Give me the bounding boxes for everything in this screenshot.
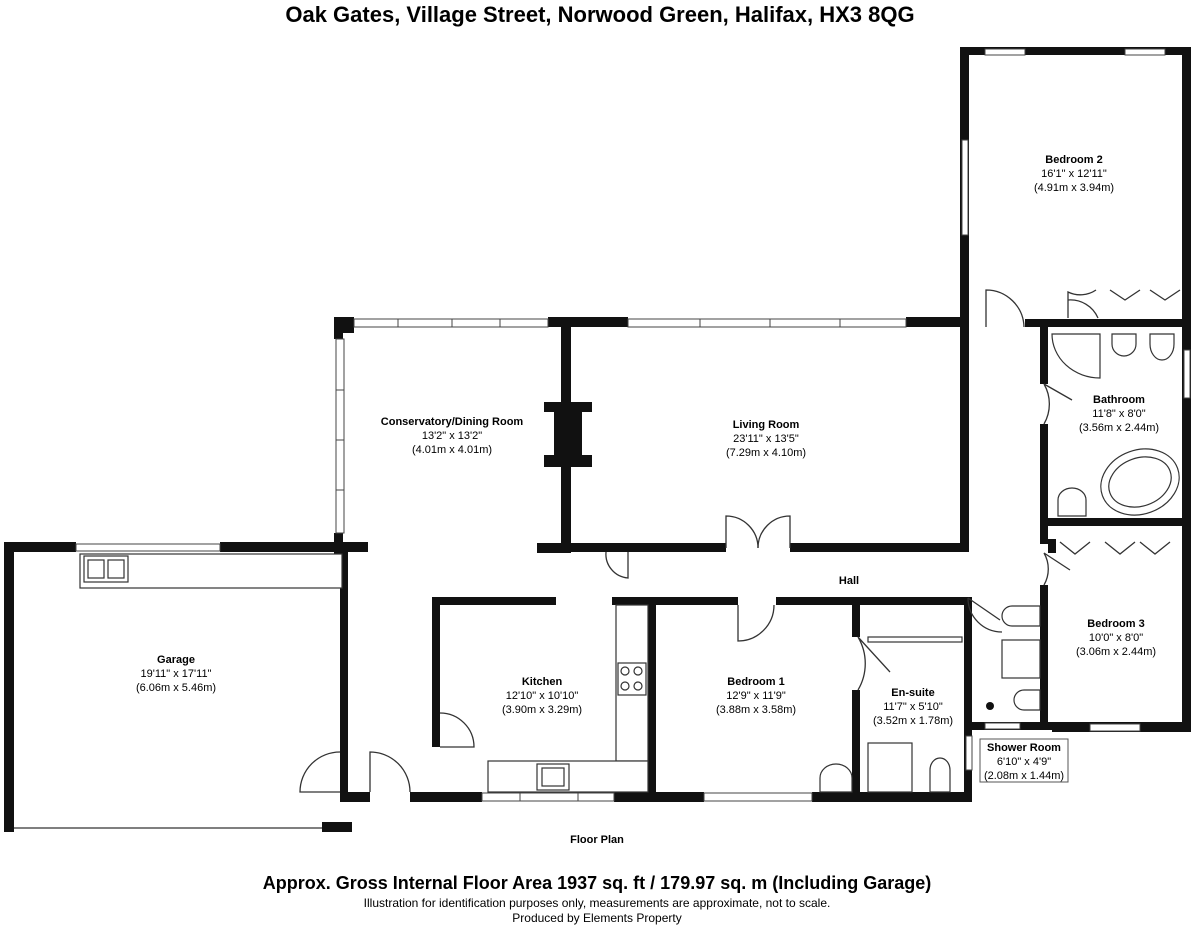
room-dimensions-imperial: 11'8" x 8'0" [1092, 408, 1145, 420]
room-name: En-suite [891, 687, 934, 699]
room-conservatory: Conservatory/Dining Room 13'2" x 13'2" (… [381, 416, 524, 456]
room-bedroom-3: Bedroom 3 10'0" x 8'0" (3.06m x 2.44m) [1076, 618, 1156, 658]
room-dimensions-imperial: 16'1" x 12'11" [1041, 168, 1107, 180]
hall-label: Hall [839, 575, 859, 587]
room-name: Kitchen [522, 676, 563, 688]
credit: Produced by Elements Property [512, 911, 681, 925]
room-bathroom: Bathroom 11'8" x 8'0" (3.56m x 2.44m) [1079, 394, 1159, 434]
room-name: Garage [157, 654, 195, 666]
room-bedroom-1: Bedroom 1 12'9" x 11'9" (3.88m x 3.58m) [716, 676, 796, 716]
room-dimensions-metric: (4.01m x 4.01m) [412, 444, 492, 456]
doors [14, 289, 1181, 829]
room-dimensions-metric: (2.08m x 1.44m) [984, 770, 1064, 782]
room-dimensions-imperial: 6'10" x 4'9" [997, 756, 1051, 768]
room-bedroom-2: Bedroom 2 16'1" x 12'11" (4.91m x 3.94m) [1034, 154, 1114, 194]
room-dimensions-imperial: 11'7" x 5'10" [883, 701, 943, 713]
room-name: Bedroom 1 [727, 676, 784, 688]
room-dimensions-imperial: 19'11" x 17'11" [141, 668, 212, 680]
walls [4, 47, 1191, 832]
room-dimensions-metric: (4.91m x 3.94m) [1034, 182, 1114, 194]
floor-area-summary: Approx. Gross Internal Floor Area 1937 s… [263, 873, 932, 893]
room-dimensions-metric: (3.90m x 3.29m) [502, 704, 582, 716]
fixtures [79, 333, 1180, 793]
room-dimensions-metric: (3.06m x 2.44m) [1076, 646, 1156, 658]
room-name: Conservatory/Dining Room [381, 416, 524, 428]
room-name: Shower Room [987, 742, 1061, 754]
room-dimensions-metric: (3.52m x 1.78m) [873, 715, 953, 727]
room-shower-room: Shower Room 6'10" x 4'9" (2.08m x 1.44m) [979, 738, 1069, 783]
room-dimensions-imperial: 12'9" x 11'9" [726, 690, 786, 702]
page-title: Oak Gates, Village Street, Norwood Green… [285, 2, 914, 27]
floor-plan-label: Floor Plan [570, 834, 624, 846]
room-dimensions-metric: (3.88m x 3.58m) [716, 704, 796, 716]
room-name: Bathroom [1093, 394, 1145, 406]
room-dimensions-imperial: 13'2" x 13'2" [422, 430, 482, 442]
room-dimensions-metric: (7.29m x 4.10m) [726, 447, 806, 459]
room-garage: Garage 19'11" x 17'11" (6.06m x 5.46m) [136, 654, 216, 694]
room-dimensions-imperial: 10'0" x 8'0" [1089, 632, 1143, 644]
windows [75, 48, 1191, 802]
room-dimensions-imperial: 23'11" x 13'5" [733, 433, 799, 445]
room-name: Bedroom 2 [1045, 154, 1102, 166]
room-en-suite: En-suite 11'7" x 5'10" (3.52m x 1.78m) [873, 687, 953, 727]
room-dimensions-imperial: 12'10" x 10'10" [506, 690, 579, 702]
room-dimensions-metric: (6.06m x 5.46m) [136, 682, 216, 694]
room-name: Bedroom 3 [1087, 618, 1144, 630]
room-name: Living Room [733, 419, 800, 431]
room-dimensions-metric: (3.56m x 2.44m) [1079, 422, 1159, 434]
room-living-room: Living Room 23'11" x 13'5" (7.29m x 4.10… [726, 419, 806, 459]
disclaimer: Illustration for identification purposes… [364, 896, 831, 910]
room-kitchen: Kitchen 12'10" x 10'10" (3.90m x 3.29m) [502, 676, 582, 716]
